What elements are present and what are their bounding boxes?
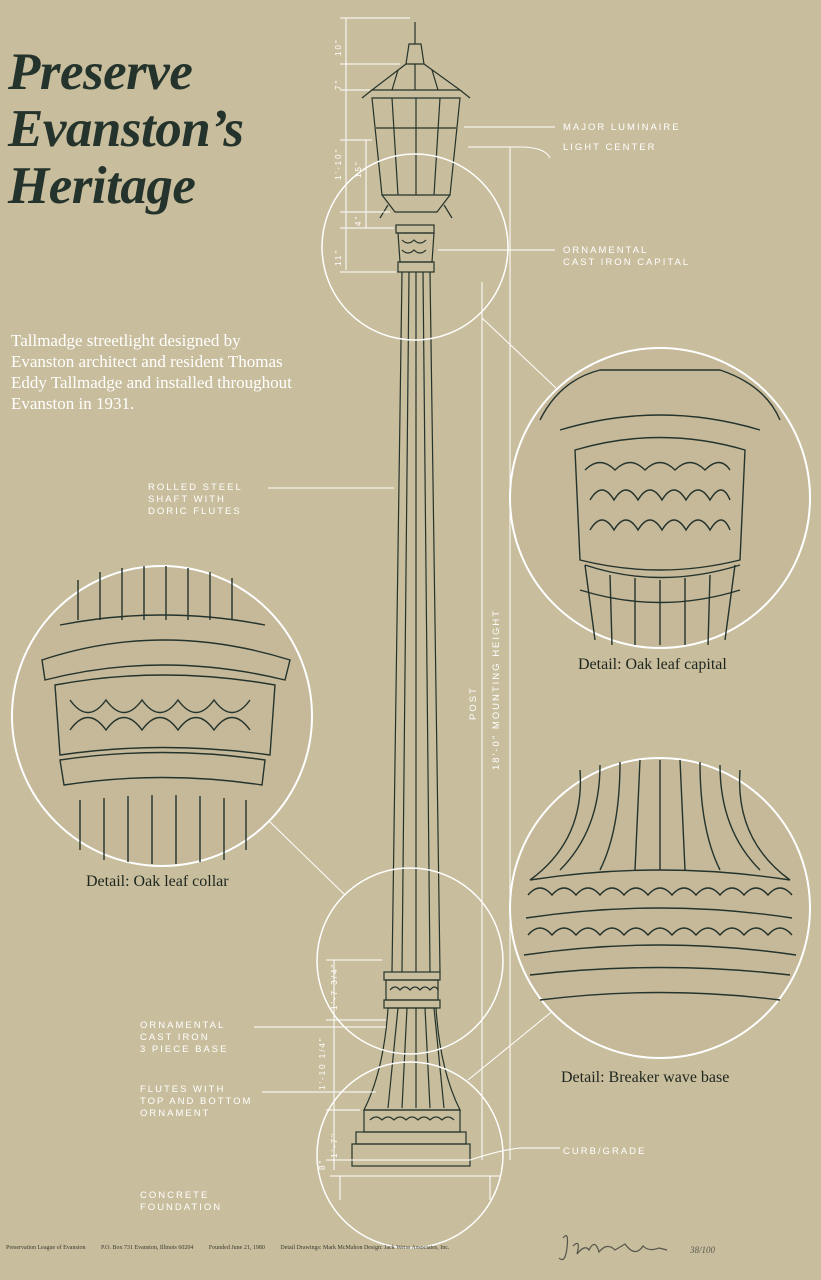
dim-8in: 8"	[318, 1158, 327, 1170]
label-shaft-line-1: ROLLED STEEL	[148, 482, 243, 493]
title-line-3: Heritage	[8, 157, 196, 215]
detail-collar	[11, 565, 313, 867]
title-line-1: Preserve	[8, 43, 193, 101]
label-foundation-line-2: FOUNDATION	[140, 1202, 223, 1213]
lamp-post	[351, 22, 471, 1167]
footer-founded: Founded June 21, 1980	[208, 1245, 265, 1251]
label-flutes-line-3: ORNAMENT	[140, 1108, 211, 1119]
poster-title: Preserve Evanston’s Heritage	[8, 44, 244, 215]
footer-org: Preservation League of Evanston	[6, 1245, 86, 1251]
dim-base-upper: 1'-7 3/4"	[330, 962, 339, 1010]
label-shaft: ROLLED STEEL SHAFT WITH DORIC FLUTES	[148, 482, 243, 518]
footer-credits: Preservation League of Evanston P.O. Box…	[6, 1245, 463, 1251]
dim-base-middle: 1'-10 1/4"	[318, 1036, 327, 1090]
label-base-line-3: 3 PIECE BASE	[140, 1044, 229, 1055]
label-major-luminaire: MAJOR LUMINAIRE	[563, 122, 681, 133]
signature	[558, 1235, 668, 1261]
label-capital-line-2: CAST IRON CAPITAL	[563, 257, 691, 268]
dimension-lines	[254, 17, 561, 1200]
label-flutes: FLUTES WITH TOP AND BOTTOM ORNAMENT	[140, 1084, 252, 1120]
footer-address: P.O. Box 731 Evanston, Illinois 60204	[100, 1245, 194, 1251]
label-flutes-line-2: TOP AND BOTTOM	[140, 1096, 253, 1107]
label-foundation-line-1: CONCRETE	[140, 1190, 210, 1201]
label-base: ORNAMENTAL CAST IRON 3 PIECE BASE	[140, 1020, 228, 1056]
label-flutes-line-1: FLUTES WITH	[140, 1084, 226, 1095]
dim-10in: 10"	[334, 38, 343, 56]
label-mounting-height: 18'-0" MOUNTING HEIGHT	[491, 608, 502, 770]
caption-collar: Detail: Oak leaf collar	[86, 873, 229, 890]
zoom-circles	[316, 153, 509, 1249]
title-line-2: Evanston’s	[8, 100, 244, 158]
intro-text: Tallmadge streetlight designed by Evanst…	[11, 331, 292, 413]
label-curb-grade: CURB/GRADE	[563, 1146, 647, 1157]
label-foundation: CONCRETE FOUNDATION	[140, 1190, 222, 1214]
label-base-line-1: ORNAMENTAL	[140, 1020, 226, 1031]
dim-15in: 15"	[354, 160, 363, 178]
label-light-center: LIGHT CENTER	[563, 142, 657, 153]
dim-7in: 7"	[334, 78, 343, 90]
footer-design: Detail Drawings: Mark McMahon Design: Ja…	[280, 1245, 450, 1251]
label-shaft-line-3: DORIC FLUTES	[148, 506, 242, 517]
label-shaft-line-2: SHAFT WITH	[148, 494, 226, 505]
label-capital: ORNAMENTAL CAST IRON CAPITAL	[563, 245, 690, 269]
caption-capital: Detail: Oak leaf capital	[578, 656, 727, 673]
edition-number: 38/100	[690, 1245, 716, 1255]
label-base-line-2: CAST IRON	[140, 1032, 210, 1043]
dim-11in: 11"	[334, 248, 343, 266]
detail-capital	[509, 347, 811, 649]
label-post: POST	[468, 686, 479, 720]
dim-base-lower: 1'-7"	[330, 1132, 339, 1158]
dim-4in: 4"	[354, 214, 363, 226]
label-capital-line-1: ORNAMENTAL	[563, 245, 649, 256]
caption-base: Detail: Breaker wave base	[561, 1069, 730, 1086]
dim-1ft10in: 1'-10"	[334, 147, 343, 180]
detail-base	[509, 757, 811, 1059]
